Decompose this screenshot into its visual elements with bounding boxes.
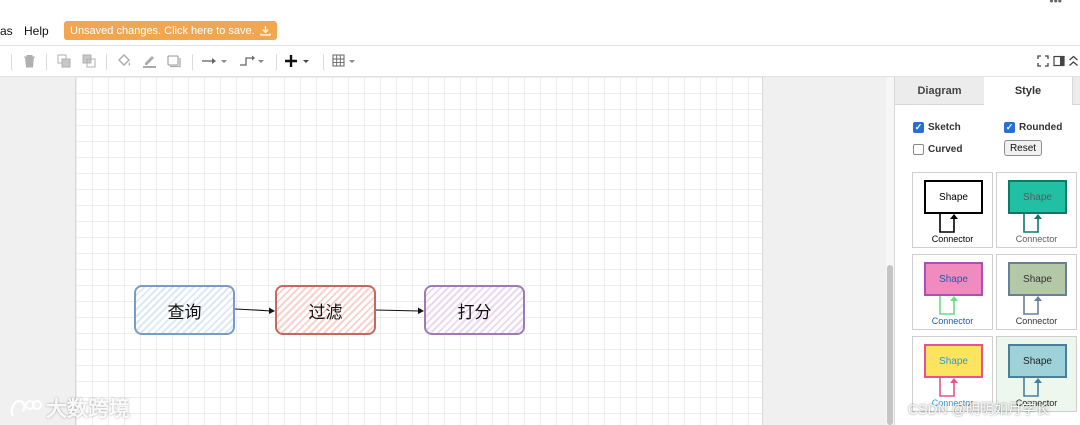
- tab-diagram[interactable]: Diagram: [895, 77, 984, 105]
- tab-style[interactable]: Style: [984, 77, 1072, 105]
- node-query[interactable]: 查询: [134, 285, 235, 335]
- edge-query-filter[interactable]: [234, 308, 272, 312]
- style-connector-label: Connector: [931, 316, 974, 326]
- toolbar: [0, 45, 1080, 77]
- to-front-icon[interactable]: [55, 46, 73, 76]
- delete-icon[interactable]: [20, 46, 38, 76]
- curved-checkbox[interactable]: [913, 144, 924, 155]
- download-icon: [260, 26, 271, 36]
- menu-help[interactable]: Help: [24, 24, 49, 38]
- curved-label: Curved: [928, 144, 963, 155]
- curved-option[interactable]: Curved: [913, 144, 962, 155]
- style-connector-label: Connector: [1015, 316, 1058, 326]
- rounded-option[interactable]: ✓ Rounded: [1004, 122, 1062, 133]
- style-connector-preview: [1023, 214, 1042, 233]
- fill-color-icon[interactable]: [115, 46, 133, 76]
- style-shape-preview: Shape: [1008, 180, 1067, 214]
- collapse-icon[interactable]: [1067, 46, 1080, 76]
- style-shape-preview: Shape: [924, 344, 983, 378]
- style-connector-label: Connector: [931, 234, 974, 244]
- node-label: 打分: [457, 302, 492, 322]
- sketch-checkbox[interactable]: ✓: [913, 122, 924, 133]
- style-connector-label: Connector: [1015, 234, 1058, 244]
- style-shape-preview: Shape: [1008, 344, 1067, 378]
- save-banner-text: Unsaved changes. Click here to save.: [70, 24, 255, 37]
- style-shape-preview: Shape: [924, 180, 983, 214]
- style-connector-preview: [1023, 296, 1042, 315]
- unsaved-changes-banner[interactable]: Unsaved changes. Click here to save.: [64, 21, 277, 40]
- more-dots-icon[interactable]: •••: [1049, 0, 1062, 8]
- toolbar-separator: [11, 54, 12, 70]
- node-filter[interactable]: 过滤: [275, 285, 376, 335]
- style-connector-preview: [939, 378, 958, 397]
- toolbar-separator: [276, 54, 277, 70]
- toolbar-separator: [192, 54, 193, 70]
- node-label: 过滤: [308, 302, 343, 322]
- format-panel: Diagram Style ✓ Sketch ✓ Rounded Curved …: [894, 77, 1080, 425]
- diagram-page[interactable]: 查询 过滤 打分: [75, 77, 763, 425]
- vertical-scrollbar[interactable]: [886, 77, 894, 425]
- waypoints-icon[interactable]: [238, 46, 268, 76]
- shadow-icon[interactable]: [165, 46, 183, 76]
- line-color-icon[interactable]: [140, 46, 158, 76]
- style-shape-preview: Shape: [924, 262, 983, 296]
- rounded-checkbox[interactable]: ✓: [1004, 122, 1015, 133]
- arrowhead: [418, 307, 424, 314]
- scrollbar-thumb[interactable]: [887, 265, 893, 425]
- canvas-area[interactable]: 查询 过滤 打分: [0, 77, 886, 425]
- toolbar-separator: [106, 54, 107, 70]
- format-panel-icon[interactable]: [1052, 46, 1066, 76]
- style-connector-label: Connector: [931, 398, 974, 408]
- insert-plus-icon[interactable]: [284, 46, 314, 76]
- node-label: 查询: [167, 302, 202, 322]
- tab-arrange[interactable]: [1072, 77, 1080, 105]
- toolbar-separator: [46, 54, 47, 70]
- style-connector-preview: [1023, 378, 1042, 397]
- table-icon[interactable]: [331, 46, 361, 76]
- style-connector-preview: [939, 296, 958, 315]
- node-score[interactable]: 打分: [424, 285, 525, 335]
- edge-filter-score[interactable]: [375, 309, 421, 312]
- rounded-label: Rounded: [1019, 122, 1063, 133]
- fullscreen-icon[interactable]: [1036, 46, 1050, 76]
- style-shape-preview: Shape: [1008, 262, 1067, 296]
- to-back-icon[interactable]: [80, 46, 98, 76]
- edges-layer: [234, 307, 424, 314]
- style-connector-label: Connector: [1015, 398, 1058, 408]
- arrowhead: [269, 307, 275, 314]
- connection-arrow-icon[interactable]: [200, 46, 230, 76]
- menu-bar: as Help Unsaved changes. Click here to s…: [0, 0, 1080, 45]
- sketch-label: Sketch: [928, 122, 961, 133]
- menu-extras[interactable]: as: [0, 24, 13, 38]
- style-connector-preview: [939, 214, 958, 233]
- sketch-option[interactable]: ✓ Sketch: [913, 122, 961, 133]
- reset-button[interactable]: Reset: [1004, 140, 1042, 156]
- toolbar-separator: [323, 54, 324, 70]
